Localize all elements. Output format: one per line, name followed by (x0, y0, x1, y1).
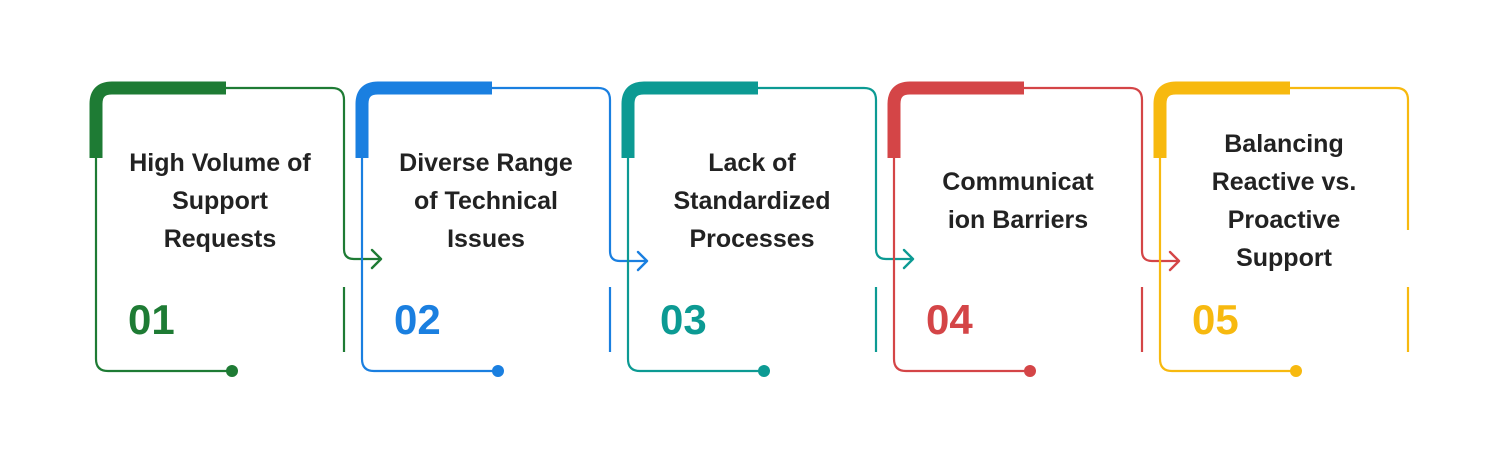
step-title-line: Communicat (942, 168, 1094, 196)
step-title: Communicat ion Barriers (942, 168, 1094, 234)
step-title-line: Support (172, 187, 268, 215)
arrow-head-icon (370, 248, 383, 270)
connector-arrow (1140, 230, 1178, 263)
step-title-line: Balancing (1224, 130, 1343, 158)
step-title-line: Diverse Range (399, 149, 573, 177)
step-number: 05 (1192, 296, 1239, 343)
end-dot (758, 365, 770, 377)
corner-tab (887, 81, 1024, 158)
step-title-line: of Technical (414, 187, 558, 215)
connector-arrow (342, 230, 380, 261)
step-number: 04 (926, 296, 973, 343)
step-title-line: Issues (447, 225, 525, 253)
end-dot (1024, 365, 1036, 377)
corner-tab (355, 81, 492, 158)
step-number: 01 (128, 296, 175, 343)
step-title-line: High Volume of (129, 149, 311, 177)
connector-arrow (608, 230, 646, 263)
step-number: 03 (660, 296, 707, 343)
step-title-line: Requests (164, 225, 277, 253)
step-title-line: Reactive vs. (1212, 168, 1357, 196)
corner-tab (1153, 81, 1290, 158)
connector-arrow (874, 230, 912, 261)
corner-tab (621, 81, 758, 158)
end-dot (1290, 365, 1302, 377)
step-title-line: Proactive (1228, 206, 1341, 234)
step-title-line: Lack of (708, 149, 796, 177)
step-number: 02 (394, 296, 441, 343)
step-title-line: ion Barriers (948, 206, 1088, 234)
arrow-head-icon (902, 248, 915, 270)
arrow-head-icon (1168, 250, 1181, 272)
arrow-head-icon (636, 250, 649, 272)
step-title-line: Processes (689, 225, 814, 253)
end-dot (492, 365, 504, 377)
step-title-line: Standardized (674, 187, 831, 215)
step-card-04: Communicat ion Barriers 04 (887, 81, 1181, 377)
corner-tab (89, 81, 226, 158)
end-dot (226, 365, 238, 377)
step-title-line: Support (1236, 244, 1332, 272)
